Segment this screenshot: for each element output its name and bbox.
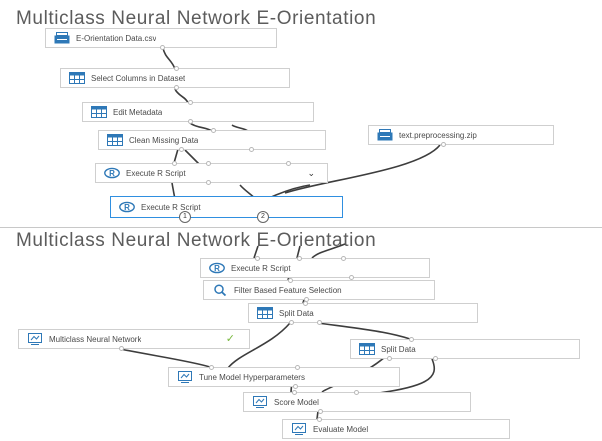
input-port[interactable] xyxy=(188,100,193,105)
connection xyxy=(119,348,211,368)
panel-divider xyxy=(0,227,602,228)
input-port[interactable] xyxy=(297,256,302,261)
module-split-data-1[interactable]: Split Data xyxy=(248,301,478,325)
input-port[interactable] xyxy=(317,417,322,422)
output-port[interactable] xyxy=(188,119,193,124)
module-label: Execute R Script xyxy=(231,263,291,273)
module-text-preprocessing-zip[interactable]: text.preprocessing.zip xyxy=(368,125,554,147)
module-e-orientation-data-csv[interactable]: E-Orientation Data.csv xyxy=(45,28,277,50)
input-port[interactable] xyxy=(255,256,260,261)
module-label: Split Data xyxy=(279,308,314,318)
input-port[interactable] xyxy=(211,128,216,133)
input-port[interactable] xyxy=(295,365,300,370)
model-icon xyxy=(291,423,307,435)
output-port[interactable] xyxy=(206,180,211,185)
module-execute-r-script-2[interactable]: Execute R Script 1 2 xyxy=(110,196,343,223)
table-module-icon xyxy=(69,72,85,84)
input-port[interactable] xyxy=(206,161,211,166)
module-label: Clean Missing Data xyxy=(129,135,199,145)
input-port[interactable] xyxy=(209,365,214,370)
output-port[interactable] xyxy=(387,356,392,361)
output-port[interactable] xyxy=(317,320,322,325)
input-port[interactable] xyxy=(341,256,346,261)
dataset-icon xyxy=(54,32,70,44)
module-tune-model-hyperparameters[interactable]: Tune Model Hyperparameters xyxy=(168,365,400,389)
output-port[interactable] xyxy=(179,147,184,152)
r-script-icon xyxy=(209,262,225,274)
module-select-columns-in-dataset[interactable]: Select Columns in Dataset xyxy=(60,66,290,90)
module-evaluate-model[interactable]: Evaluate Model xyxy=(282,417,510,439)
model-icon xyxy=(177,371,193,383)
output-port[interactable] xyxy=(289,320,294,325)
experiment-canvas-bottom: Multiclass Neural Network E-Orientation … xyxy=(0,228,602,441)
module-label: E-Orientation Data.csv xyxy=(76,33,157,43)
module-label: Edit Metadata xyxy=(113,107,163,117)
model-icon xyxy=(252,396,268,408)
module-label: Evaluate Model xyxy=(313,424,369,434)
input-port[interactable] xyxy=(288,278,293,283)
module-multiclass-neural-network[interactable]: Multiclass Neural Network ✓ xyxy=(18,329,250,351)
output-port[interactable] xyxy=(249,147,254,152)
module-label: Multiclass Neural Network xyxy=(49,334,142,344)
table-module-icon xyxy=(107,134,123,146)
output-port-2[interactable]: 2 xyxy=(257,211,269,223)
chevron-down-icon[interactable]: ⌄ xyxy=(307,168,315,178)
model-icon xyxy=(27,333,43,345)
module-label: Execute R Script xyxy=(126,168,186,178)
input-port[interactable] xyxy=(303,301,308,306)
module-clean-missing-data[interactable]: Clean Missing Data xyxy=(98,128,326,152)
input-port[interactable] xyxy=(292,390,297,395)
module-label: Score Model xyxy=(274,397,319,407)
output-port-1[interactable]: 1 xyxy=(179,211,191,223)
output-port[interactable] xyxy=(119,346,124,351)
experiment-title: Multiclass Neural Network E-Orientation xyxy=(16,8,377,29)
module-score-model[interactable]: Score Model xyxy=(243,390,471,414)
input-port[interactable] xyxy=(286,161,291,166)
r-script-icon xyxy=(119,201,135,213)
table-module-icon xyxy=(91,106,107,118)
connection xyxy=(174,88,189,104)
module-execute-r-script-1[interactable]: Execute R Script ⌄ xyxy=(95,161,328,185)
module-filter-based-feature-selection[interactable]: Filter Based Feature Selection xyxy=(203,278,435,302)
output-port[interactable] xyxy=(441,142,446,147)
module-label: text.preprocessing.zip xyxy=(399,130,477,140)
output-port[interactable] xyxy=(349,275,354,280)
module-edit-metadata[interactable]: Edit Metadata xyxy=(82,100,314,124)
module-split-data-2[interactable]: Split Data xyxy=(350,337,580,361)
output-port[interactable] xyxy=(433,356,438,361)
module-label: Execute R Script xyxy=(141,202,201,212)
r-script-icon xyxy=(104,167,120,179)
output-port[interactable] xyxy=(318,409,323,414)
module-label: Split Data xyxy=(381,344,416,354)
module-label: Filter Based Feature Selection xyxy=(234,285,342,295)
table-module-icon xyxy=(359,343,375,355)
connection xyxy=(162,47,176,70)
input-port[interactable] xyxy=(174,66,179,71)
module-execute-r-script[interactable]: Execute R Script xyxy=(200,256,430,280)
table-module-icon xyxy=(257,307,273,319)
output-port[interactable] xyxy=(293,384,298,389)
output-port[interactable] xyxy=(174,85,179,90)
connection xyxy=(317,322,411,340)
input-port[interactable] xyxy=(409,337,414,342)
dataset-icon xyxy=(377,129,393,141)
module-label: Select Columns in Dataset xyxy=(91,73,186,83)
input-port[interactable] xyxy=(354,390,359,395)
check-icon: ✓ xyxy=(225,333,235,345)
experiment-title: Multiclass Neural Network E-Orientation xyxy=(16,230,377,251)
experiment-canvas-top: Multiclass Neural Network E-Orientation … xyxy=(16,8,554,223)
input-port[interactable] xyxy=(172,161,177,166)
module-label: Tune Model Hyperparameters xyxy=(199,372,305,382)
output-port[interactable] xyxy=(160,45,165,50)
filter-icon xyxy=(212,284,228,296)
